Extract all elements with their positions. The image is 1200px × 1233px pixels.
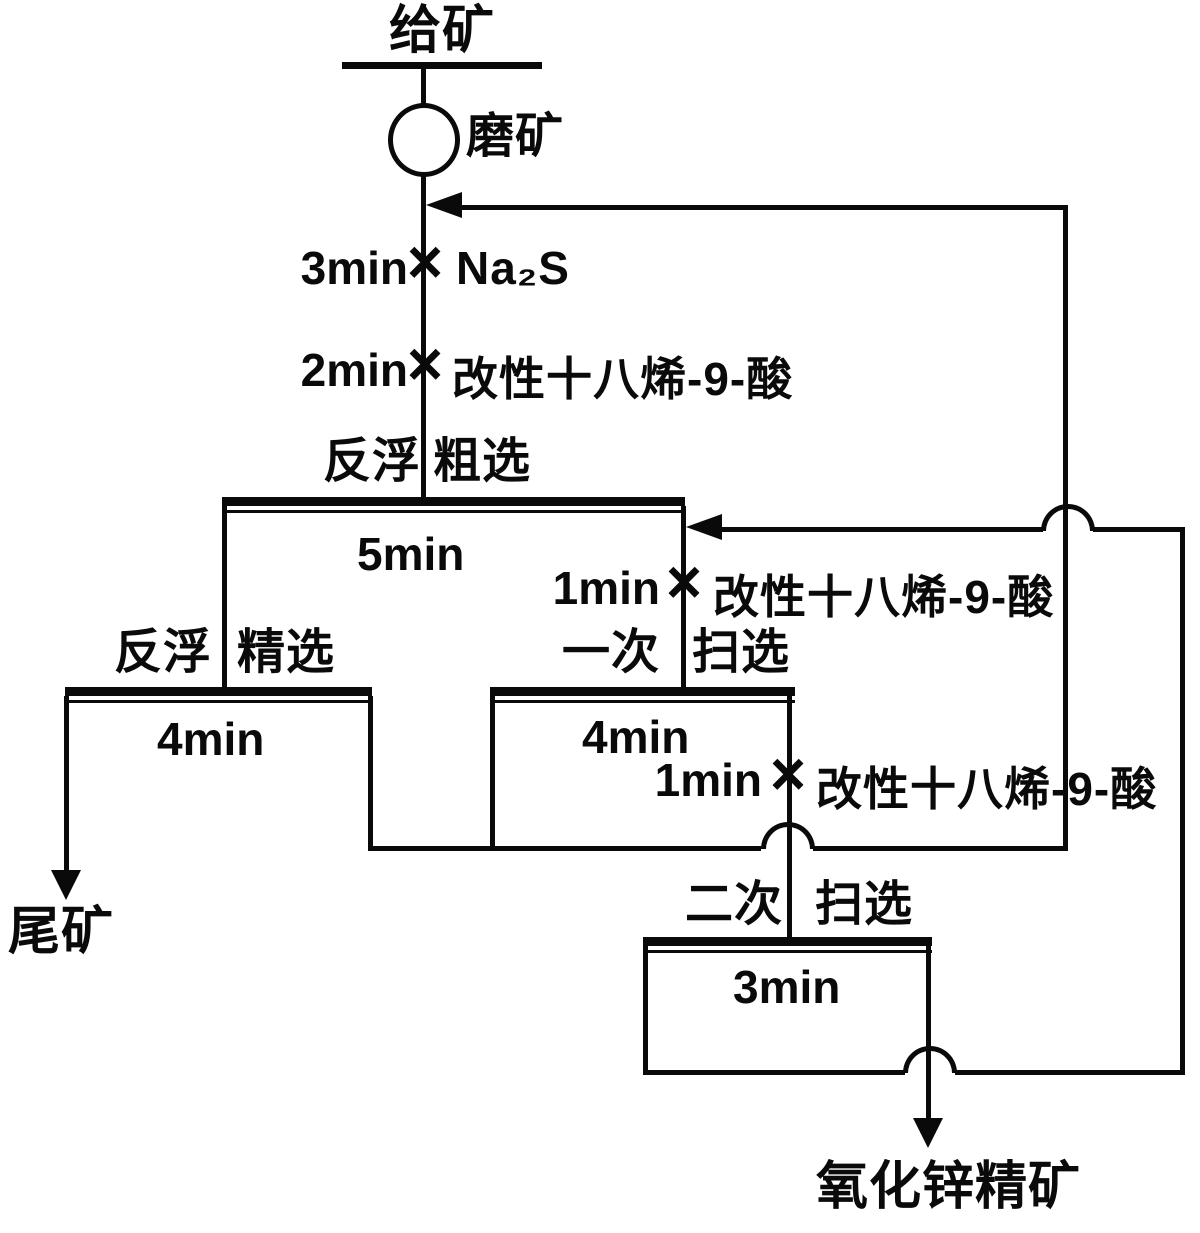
- reagent2-cross-icon: ×: [406, 330, 444, 399]
- scav2-cell-topbar: [643, 937, 932, 946]
- roughing-duration: 5min: [357, 528, 465, 580]
- recycle-arrowhead-to-feed: [426, 192, 462, 218]
- roughing-label-right: 粗选: [433, 435, 532, 488]
- scav2-duration: 3min: [733, 961, 841, 1013]
- roughing-label-left: 反浮: [323, 435, 422, 488]
- tailings-arrowhead: [51, 870, 81, 900]
- reagent3-time: 1min: [552, 562, 660, 614]
- recycle-line-scav2-right-segment: [1093, 527, 1185, 532]
- reagent2-time: 2min: [300, 344, 408, 396]
- recycle-line-mid-left-segment: [368, 846, 761, 851]
- scav1-cell-topline: [490, 700, 795, 703]
- scav2-cell-left-edge: [643, 946, 648, 1072]
- roughing-cell-topbar: [222, 497, 685, 506]
- roughing-cell-right-edge: [681, 506, 686, 688]
- tailings-label: 尾矿: [8, 903, 115, 961]
- scav2-bottom-left-segment: [643, 1070, 905, 1075]
- scav2-label-right: 扫选: [815, 878, 914, 931]
- recycle-line-cleaning-top: [460, 205, 1068, 210]
- cleaning-cell-right-edge: [368, 696, 373, 848]
- grinding-mill-icon: [388, 103, 460, 177]
- recycle-arrowhead-to-roughing: [686, 514, 722, 540]
- scav2-bottom-right-segment: [955, 1070, 1185, 1075]
- scav1-duration: 4min: [582, 711, 690, 763]
- scav1-right-edge-to-scav2: [787, 696, 792, 938]
- cleaning-cell-left-edge-to-tailings: [64, 696, 69, 872]
- roughing-cell-left-edge: [222, 506, 227, 688]
- reagent3-name: 改性十八烯-9-酸: [713, 571, 1055, 623]
- line-hop-arc-over-scav2-feed: [761, 822, 815, 849]
- reagent1-cross-icon: ×: [406, 228, 444, 297]
- grinding-label: 磨矿: [466, 110, 565, 163]
- cleaning-label-right: 精选: [237, 626, 336, 679]
- reagent3-cross-icon: ×: [665, 548, 703, 617]
- flow-feed-to-mill: [421, 66, 426, 106]
- feed-label: 给矿: [388, 2, 495, 60]
- recycle-line-mid-right-segment: [813, 846, 1068, 851]
- recycle-line-scav2-left-segment: [722, 527, 1043, 532]
- reagent1-time: 3min: [300, 242, 408, 294]
- reagent4-name: 改性十八烯-9-酸: [816, 763, 1158, 815]
- scav2-right-edge-to-concentrate: [926, 946, 931, 1120]
- line-hop-arc-over-cleaning-recycle: [1041, 504, 1095, 531]
- scav2-label-left: 二次: [685, 878, 784, 931]
- concentrate-arrowhead: [913, 1118, 943, 1148]
- scav1-label-left: 一次: [562, 626, 661, 679]
- cleaning-duration: 4min: [157, 713, 265, 765]
- recycle-line-scav2-vertical: [1180, 527, 1185, 1075]
- reagent4-cross-icon: ×: [769, 740, 807, 809]
- scav2-cell-topline: [643, 950, 932, 953]
- reagent4-time: 1min: [654, 754, 762, 806]
- scav1-cell-topbar: [490, 687, 795, 696]
- reagent2-name: 改性十八烯-9-酸: [452, 353, 794, 405]
- flow-mill-to-roughing: [421, 173, 426, 501]
- cleaning-cell-topline: [65, 700, 372, 703]
- cleaning-cell-topbar: [65, 687, 372, 696]
- feed-underline: [342, 62, 542, 69]
- reagent1-name: Na₂S: [456, 242, 570, 294]
- cleaning-label-left: 反浮: [114, 626, 213, 679]
- roughing-cell-topline: [222, 510, 685, 513]
- scav1-label-right: 扫选: [692, 626, 791, 679]
- scav1-cell-left-edge: [490, 696, 495, 848]
- concentrate-label: 氧化锌精矿: [816, 1158, 1082, 1216]
